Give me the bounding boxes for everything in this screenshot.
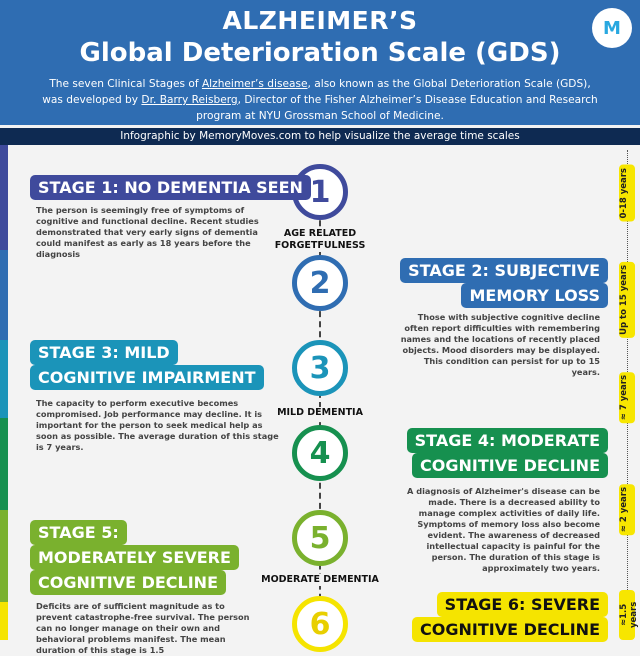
reisberg-link[interactable]: Dr. Barry Reisberg: [141, 94, 238, 106]
stage-circle-2: 2: [292, 255, 348, 311]
header: ALZHEIMER’S Global Deterioration Scale (…: [0, 0, 640, 125]
logo-letter: M: [603, 17, 621, 39]
heading-line: COGNITIVE DECLINE: [412, 453, 608, 478]
subtitle: The seven Clinical Stages of Alzheimer’s…: [40, 76, 600, 124]
heading-line: MODERATELY SEVERE: [30, 545, 239, 570]
side-bar-stage4: [0, 418, 8, 510]
stage3-description: The capacity to perform executive become…: [36, 398, 279, 452]
duration-stage3: ≈ 7 years: [619, 372, 635, 424]
side-bar-stage2: [0, 250, 8, 340]
duration-stage5: ≈1.5 years: [619, 590, 639, 640]
alzheimers-link[interactable]: Alzheimer’s disease: [201, 78, 308, 90]
heading-line: MEMORY LOSS: [461, 283, 608, 308]
subtitle-text: The seven Clinical Stages of: [49, 78, 202, 90]
stage1-description: The person is seemingly free of symptoms…: [36, 205, 259, 259]
stage4-description: A diagnosis of Alzheimer's disease can b…: [407, 486, 600, 573]
duration-stage4: ≈ 2 years: [619, 484, 635, 536]
title-line2: Global Deterioration Scale (GDS): [79, 38, 561, 68]
heading-line: COGNITIVE IMPAIRMENT: [30, 365, 264, 390]
side-bar-stage1: [0, 145, 8, 250]
phase-label: MODERATE DEMENTIA: [250, 574, 390, 586]
title-line1: ALZHEIMER’S: [222, 6, 418, 35]
stage2-description: Those with subjective cognitive decline …: [400, 312, 600, 377]
stage-circle-4: 4: [292, 425, 348, 481]
heading-line: STAGE 3: MILD: [30, 340, 178, 365]
heading-line: STAGE 1: NO DEMENTIA SEEN: [30, 175, 311, 200]
stage-circle-3: 3: [292, 340, 348, 396]
heading-line: STAGE 6: SEVERE: [436, 592, 608, 617]
phase-label: MILD DEMENTIA: [250, 407, 390, 419]
memorymoves-logo[interactable]: M: [592, 8, 632, 48]
heading-line: STAGE 2: SUBJECTIVE: [400, 258, 608, 283]
duration-stage1: 0-18 years: [619, 165, 635, 222]
heading-line: COGNITIVE DECLINE: [30, 570, 226, 595]
stage-circle-5: 5: [292, 510, 348, 566]
stage5-description: Deficits are of sufficient magnitude as …: [36, 601, 250, 655]
heading-line: COGNITIVE DECLINE: [412, 617, 608, 642]
heading-line: STAGE 5:: [30, 520, 127, 545]
side-bar-stage6: [0, 602, 8, 640]
duration-stage2: Up to 15 years: [619, 262, 635, 338]
credit-banner: Infographic by MemoryMoves.com to help v…: [0, 128, 640, 145]
stage-circle-6: 6: [292, 596, 348, 652]
side-bar-stage3: [0, 340, 8, 418]
side-bar-stage5: [0, 510, 8, 602]
subtitle-text: , also known as the Global Deterioration…: [42, 78, 591, 106]
subtitle-text: , Director of the Fisher Alzheimer’s Dis…: [196, 94, 598, 122]
phase-label: AGE RELATED FORGETFULNESS: [250, 228, 390, 252]
stage1-heading: STAGE 1: NO DEMENTIA SEEN: [30, 175, 311, 200]
heading-line: STAGE 4: MODERATE: [406, 428, 608, 453]
